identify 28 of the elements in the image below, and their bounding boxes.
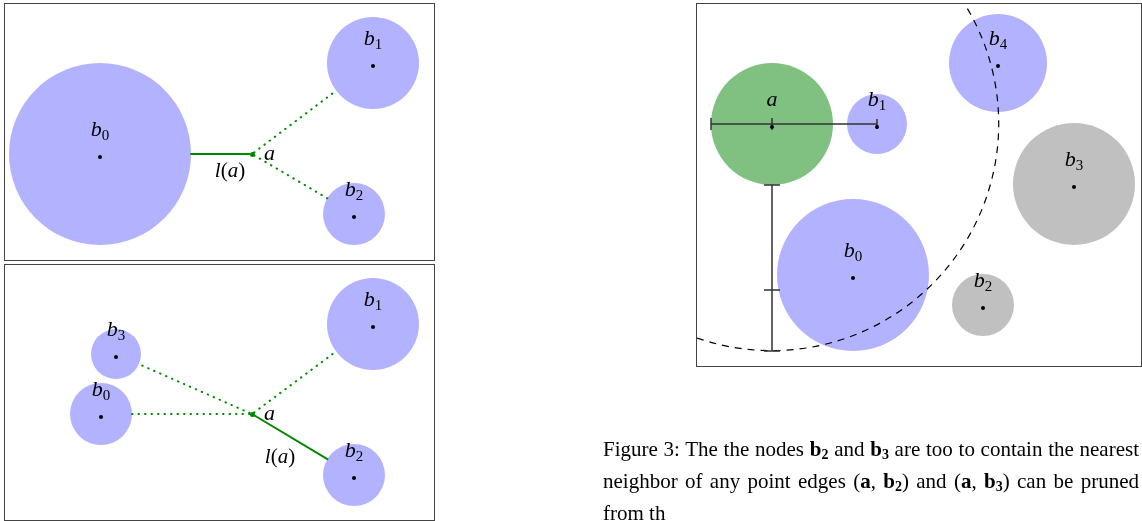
node-label: b$_{2}$ [973,269,993,294]
query-point [249,411,255,417]
panel-frame [696,3,1142,367]
node-label: b$_{2}$ [344,178,364,203]
node-label: b$_{2}$ [344,439,364,464]
node-label: b$_{1}$ [363,27,383,52]
connector-line [131,413,251,415]
edge-label: l(a) [264,446,296,467]
query-point [249,151,255,157]
point-label: a [264,402,275,424]
node-label: b$_{4}$ [988,27,1008,52]
point-label: a [264,142,275,164]
node-label: b$_{3}$ [1064,148,1084,173]
node-label: b$_{0}$ [90,118,110,143]
node-label: b$_{0}$ [843,239,863,264]
node-label: b$_{0}$ [91,378,111,403]
connector-line [190,153,251,155]
figure-caption: Figure 3: The the nodes b$_{2}$ and b$_{3}$ are too to contain the nearest neighbor of any point edges (a, b$_{2}$) and (a, b$_{3}$) can be pruned from th [603,436,1139,521]
node-label: a [766,88,778,110]
panel-frame [4,3,435,261]
ball-circle [847,94,907,154]
node-label: b$_{1}$ [363,288,383,313]
panel-frame [4,264,435,521]
edge-label: l(a) [214,160,246,181]
node-label: b$_{3}$ [106,318,126,343]
node-label: b$_{1}$ [867,88,887,113]
connector-line [253,154,329,200]
connector-line [253,414,329,461]
